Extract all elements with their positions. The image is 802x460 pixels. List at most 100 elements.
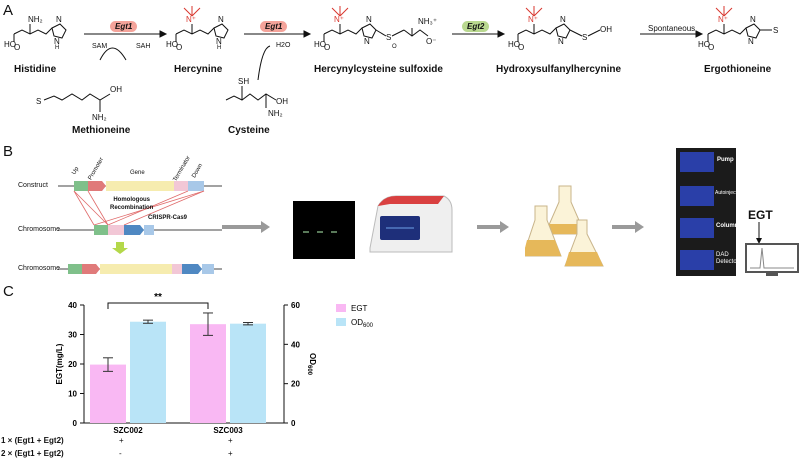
enzyme-egt2: Egt2 bbox=[462, 21, 490, 32]
panel-label-b: B bbox=[3, 143, 14, 160]
svg-text:H: H bbox=[217, 45, 221, 51]
panel-label-a: A bbox=[3, 2, 14, 19]
legend-label-egt: EGT bbox=[351, 304, 368, 313]
hplc-autoinjector: Autoinjector bbox=[715, 190, 742, 196]
hplc-stack bbox=[676, 148, 736, 276]
condition-1-mark-szc003: + bbox=[228, 436, 233, 445]
left-axis-label: EGT(mg/L) bbox=[55, 343, 64, 384]
svg-text:N: N bbox=[748, 37, 754, 46]
svg-text:N: N bbox=[750, 15, 756, 24]
bar-od600-szc003 bbox=[230, 323, 266, 423]
right-axis-label-subscript: 600 bbox=[306, 365, 312, 376]
cofactor-sah: SAH bbox=[136, 43, 151, 50]
svg-text:O: O bbox=[518, 43, 524, 52]
svg-text:O: O bbox=[14, 43, 20, 52]
chromatogram-monitor bbox=[745, 222, 799, 276]
right-tick-label-2: 40 bbox=[291, 340, 300, 349]
svg-text:N⁺: N⁺ bbox=[186, 15, 196, 24]
svg-text:N: N bbox=[54, 37, 60, 46]
panel-label-c: C bbox=[3, 283, 14, 300]
svg-text:H: H bbox=[55, 45, 59, 51]
condition-row-2-label: 2 × (Egt1 + Egt2) bbox=[1, 449, 64, 458]
svg-text:N: N bbox=[366, 15, 372, 24]
legend-label-od600: OD600 bbox=[351, 318, 374, 329]
condition-row-1-label: 1 × (Egt1 + Egt2) bbox=[1, 436, 64, 445]
significance-bracket bbox=[107, 302, 209, 309]
legend-swatch-egt bbox=[336, 304, 346, 312]
svg-text:OH: OH bbox=[276, 97, 288, 106]
svg-text:N: N bbox=[56, 15, 62, 24]
row-label-chromosome-edited: Chromosome bbox=[18, 265, 61, 272]
compound-methioneine: Methioneine bbox=[72, 125, 131, 136]
cofactor-sam: SAM bbox=[92, 43, 108, 50]
significance-label: ** bbox=[154, 292, 162, 303]
svg-text:NH₂: NH₂ bbox=[28, 15, 43, 24]
svg-text:O: O bbox=[324, 43, 330, 52]
svg-text:OH: OH bbox=[110, 85, 122, 94]
crispr-label: CRISPR-Cas9 bbox=[148, 215, 188, 221]
left-tick-label-4: 40 bbox=[68, 301, 77, 310]
svg-text:NH₂: NH₂ bbox=[268, 109, 283, 118]
left-tick-label-2: 20 bbox=[68, 360, 77, 369]
left-tick-label-0: 0 bbox=[73, 419, 78, 428]
compound-hydroxysulfanylhercynine: Hydroxysulfanylhercynine bbox=[496, 64, 622, 75]
left-tick-label-3: 30 bbox=[68, 331, 77, 340]
compound-histidine: Histidine bbox=[14, 64, 57, 75]
svg-text:N⁺: N⁺ bbox=[528, 15, 538, 24]
svg-text:N: N bbox=[558, 37, 564, 46]
svg-text:N⁺: N⁺ bbox=[334, 15, 344, 24]
shake-flasks bbox=[522, 180, 605, 270]
cofactor-h2o: H2O bbox=[276, 42, 291, 49]
svg-text:HO: HO bbox=[166, 40, 178, 49]
svg-text:HO: HO bbox=[508, 40, 520, 49]
compound-hercynine: Hercynine bbox=[174, 64, 223, 75]
arrow-b1 bbox=[222, 221, 270, 233]
svg-text:S: S bbox=[36, 97, 41, 106]
bar-egt-szc003 bbox=[190, 324, 226, 423]
hplc-dad-detector: DAD Detector bbox=[716, 252, 739, 265]
category-label-szc003: SZC003 bbox=[213, 426, 243, 435]
svg-text:O⁻: O⁻ bbox=[426, 37, 436, 46]
svg-text:OH: OH bbox=[600, 25, 612, 34]
right-tick-label-3: 60 bbox=[291, 301, 300, 310]
svg-text:N: N bbox=[364, 37, 370, 46]
svg-text:N: N bbox=[218, 15, 224, 24]
construct-diagram bbox=[58, 181, 222, 274]
svg-text:N: N bbox=[216, 37, 222, 46]
hplc-column: Column bbox=[716, 223, 739, 229]
svg-text:O: O bbox=[392, 44, 397, 50]
condition-2-mark-szc003: + bbox=[228, 449, 233, 458]
bar-od600-szc002 bbox=[130, 321, 166, 423]
svg-text:NH₃⁺: NH₃⁺ bbox=[418, 17, 437, 26]
svg-text:O: O bbox=[708, 43, 714, 52]
svg-text:S: S bbox=[386, 33, 391, 42]
pcr-machine bbox=[364, 188, 456, 260]
condition-2-mark-szc002: - bbox=[119, 449, 122, 458]
svg-text:N⁺: N⁺ bbox=[718, 15, 728, 24]
svg-text:HO: HO bbox=[4, 40, 16, 49]
svg-text:HO: HO bbox=[314, 40, 326, 49]
legend-swatch-od600 bbox=[336, 318, 346, 326]
category-label-szc002: SZC002 bbox=[113, 426, 143, 435]
svg-text:N: N bbox=[560, 15, 566, 24]
enzyme-egt1-step2: Egt1 bbox=[260, 21, 288, 32]
svg-text:O: O bbox=[176, 43, 182, 52]
compound-hercynylcysteine-sulfoxide: Hercynylcysteine sulfoxide bbox=[314, 64, 443, 75]
right-tick-label-0: 0 bbox=[291, 419, 296, 428]
part-gene: Gene bbox=[130, 170, 145, 176]
right-axis-label: OD600 bbox=[306, 353, 317, 376]
hplc-pump: Pump bbox=[717, 157, 734, 163]
svg-text:NH₂: NH₂ bbox=[92, 113, 107, 122]
condition-1-mark-szc002: + bbox=[119, 436, 124, 445]
compound-ergothioneine: Ergothioneine bbox=[704, 64, 772, 75]
spontaneous-label: Spontaneous bbox=[648, 24, 696, 33]
bar-egt-szc002 bbox=[90, 364, 126, 423]
left-tick-label-1: 10 bbox=[68, 390, 77, 399]
arrow-b3 bbox=[612, 221, 644, 233]
enzyme-egt1-step1: Egt1 bbox=[110, 21, 138, 32]
svg-text:S: S bbox=[773, 26, 778, 35]
homologous-recombination-label: Homologous Recombination bbox=[110, 197, 154, 211]
svg-text:S: S bbox=[582, 33, 587, 42]
row-label-construct: Construct bbox=[18, 182, 48, 189]
